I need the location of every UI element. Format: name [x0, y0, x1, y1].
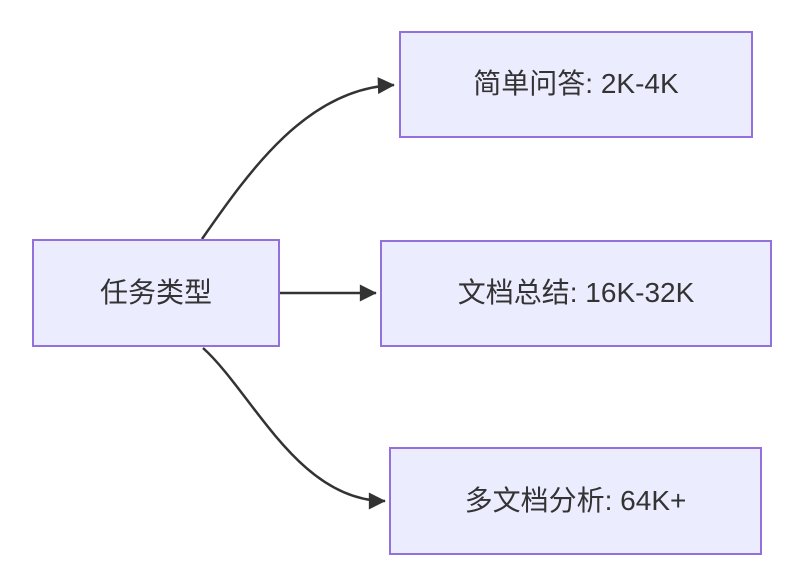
- node-simple-qa: 简单问答: 2K-4K: [399, 31, 753, 138]
- node-task-type: 任务类型: [32, 239, 280, 347]
- node-simple-qa-label: 简单问答: 2K-4K: [473, 68, 679, 100]
- edge-task-type-to-simple-qa: [200, 77, 395, 240]
- node-multi-doc-label: 多文档分析: 64K+: [464, 484, 687, 516]
- node-task-type-label: 任务类型: [99, 276, 212, 308]
- edge-task-type-to-multi-doc: [202, 347, 386, 510]
- node-doc-summary-label: 文档总结: 16K-32K: [457, 277, 695, 309]
- node-doc-summary: 文档总结: 16K-32K: [380, 240, 772, 347]
- node-multi-doc: 多文档分析: 64K+: [389, 447, 762, 555]
